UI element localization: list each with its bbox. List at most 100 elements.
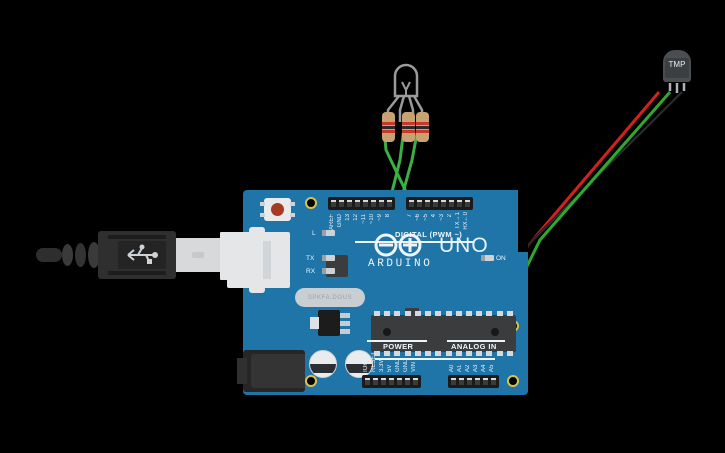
dip-legs-bottom [374,351,513,356]
capacitor-2 [345,350,373,378]
board-brand-label: ARDUINO [368,258,433,270]
pin-label-8: 8 [385,214,391,218]
pin-label-rx0: RX←0 [463,212,469,230]
regulator-leg-3 [340,329,350,334]
dip-marker-2 [491,328,499,336]
pin-label-12: 12 [353,214,359,221]
led-label-rx: RX [306,268,316,275]
regulator-leg-2 [340,321,350,326]
header-analog[interactable] [448,375,499,388]
tmp-sensor-legs [668,83,686,93]
header-digital-right[interactable] [406,197,473,210]
pin-label-4: 4 [431,214,437,218]
cable-strain-2 [75,243,86,267]
pin-label-gnd-d: GND [337,214,343,228]
led-label-tx: TX [306,255,315,262]
digital-group-label: DIGITAL (PWM ~) [395,230,463,239]
board-model-label: UNO [439,234,489,257]
voltage-regulator [310,310,350,336]
usb-connector-ridge-top [108,235,166,239]
arduino-infinity-logo [374,233,422,257]
pin-label-tx1: TX→1 [455,212,461,230]
pin-label-6: ~6 [415,214,421,221]
usb-cable[interactable] [30,224,266,286]
rgb-led-assembly[interactable] [378,60,429,142]
pin-label-11: ~11 [361,214,367,224]
usb-port-lug-bottom [249,286,265,293]
regulator-leg-1 [340,313,350,318]
regulator-tab [310,317,319,329]
reset-button[interactable] [260,198,295,221]
pin-label-9: ~9 [377,214,383,221]
dip-silk-line [375,358,495,360]
usb-shell-dimple [192,252,204,258]
pin-label-a5: A5 [489,364,495,372]
resistor-3[interactable] [416,112,429,142]
cable-strain-1 [62,244,73,266]
cable-strain-3 [88,242,100,268]
pin-label-3: ~3 [439,214,445,221]
resistor-1[interactable] [382,112,395,142]
pin-label-5v: 5V [387,364,393,372]
pin-label-7: 7 [407,214,413,218]
tmp-sensor-face [665,58,689,78]
reset-button-cap[interactable] [271,203,284,216]
capacitor-1-band [310,364,336,373]
atmega-microcontroller [371,311,516,356]
led-label-l: L [312,230,316,237]
mounting-hole-tl [305,197,317,209]
pin-label-a3: A3 [473,364,479,372]
pin-label-gnd-2: GND [403,358,409,372]
capacitor-1 [309,350,337,378]
barrel-jack-shade [251,354,305,388]
reset-tab-right [290,202,295,206]
pin-label-vin: VIN [411,361,417,372]
reset-tab-left [260,202,265,206]
pin-label-10: ~10 [369,214,375,225]
mounting-hole-br [507,375,519,387]
dip-legs-top [374,311,513,316]
reset-tab-left2 [260,213,265,217]
tmp-sensor-label: TMP [668,60,686,69]
pin-label-ioref: IOREF [363,353,369,372]
pin-label-gnd-1: GND [395,358,401,372]
digital-group-underline [355,241,473,243]
pin-label-a4: A4 [481,364,487,372]
cable-tip [36,248,62,262]
usb-trident-icon [127,244,158,264]
header-digital-left[interactable] [328,197,395,210]
analog-group-underline [447,340,505,342]
led-l [322,230,335,236]
pin-label-reset: RESET [371,351,377,372]
usb-port-lug-top [249,227,265,234]
pin-label-2: 2 [447,214,453,218]
board-notch [518,190,528,252]
mounting-hole-bl [305,375,317,387]
led-power [481,255,494,261]
usb-connector-ridge-bottom [108,271,166,275]
usb-port[interactable] [227,227,290,293]
pin-label-a2: A2 [465,364,471,372]
power-barrel-jack[interactable] [237,350,305,392]
pin-label-a0: A0 [449,364,455,372]
resistor-2[interactable] [402,112,415,142]
header-power[interactable] [362,375,421,388]
tmp-temperature-sensor[interactable]: TMP [658,44,696,93]
pin-label-a1: A1 [457,364,463,372]
led-rx [322,268,335,274]
silkscreen-oval: SPKFA.DOUS [295,288,365,307]
analog-group-label: ANALOG IN [451,342,497,351]
led-label-on: ON [496,255,506,262]
pin-label-aref: AREF [329,214,335,231]
pin-label-33v: 3.3V [379,359,385,372]
capacitor-2-band [346,364,372,373]
silkscreen-oval-text: SPKFA.DOUS [307,294,353,301]
reset-tab-right2 [290,213,295,217]
dip-marker-1 [383,328,391,336]
led-tx [322,255,335,261]
usb-logo-plate [118,241,166,269]
pin-label-13: 13 [345,214,351,221]
usb-port-inner [263,241,271,279]
arduino-uno-board[interactable]: SPKFA.DOUS UNO ARDUINO L TX RX ON [227,190,528,395]
